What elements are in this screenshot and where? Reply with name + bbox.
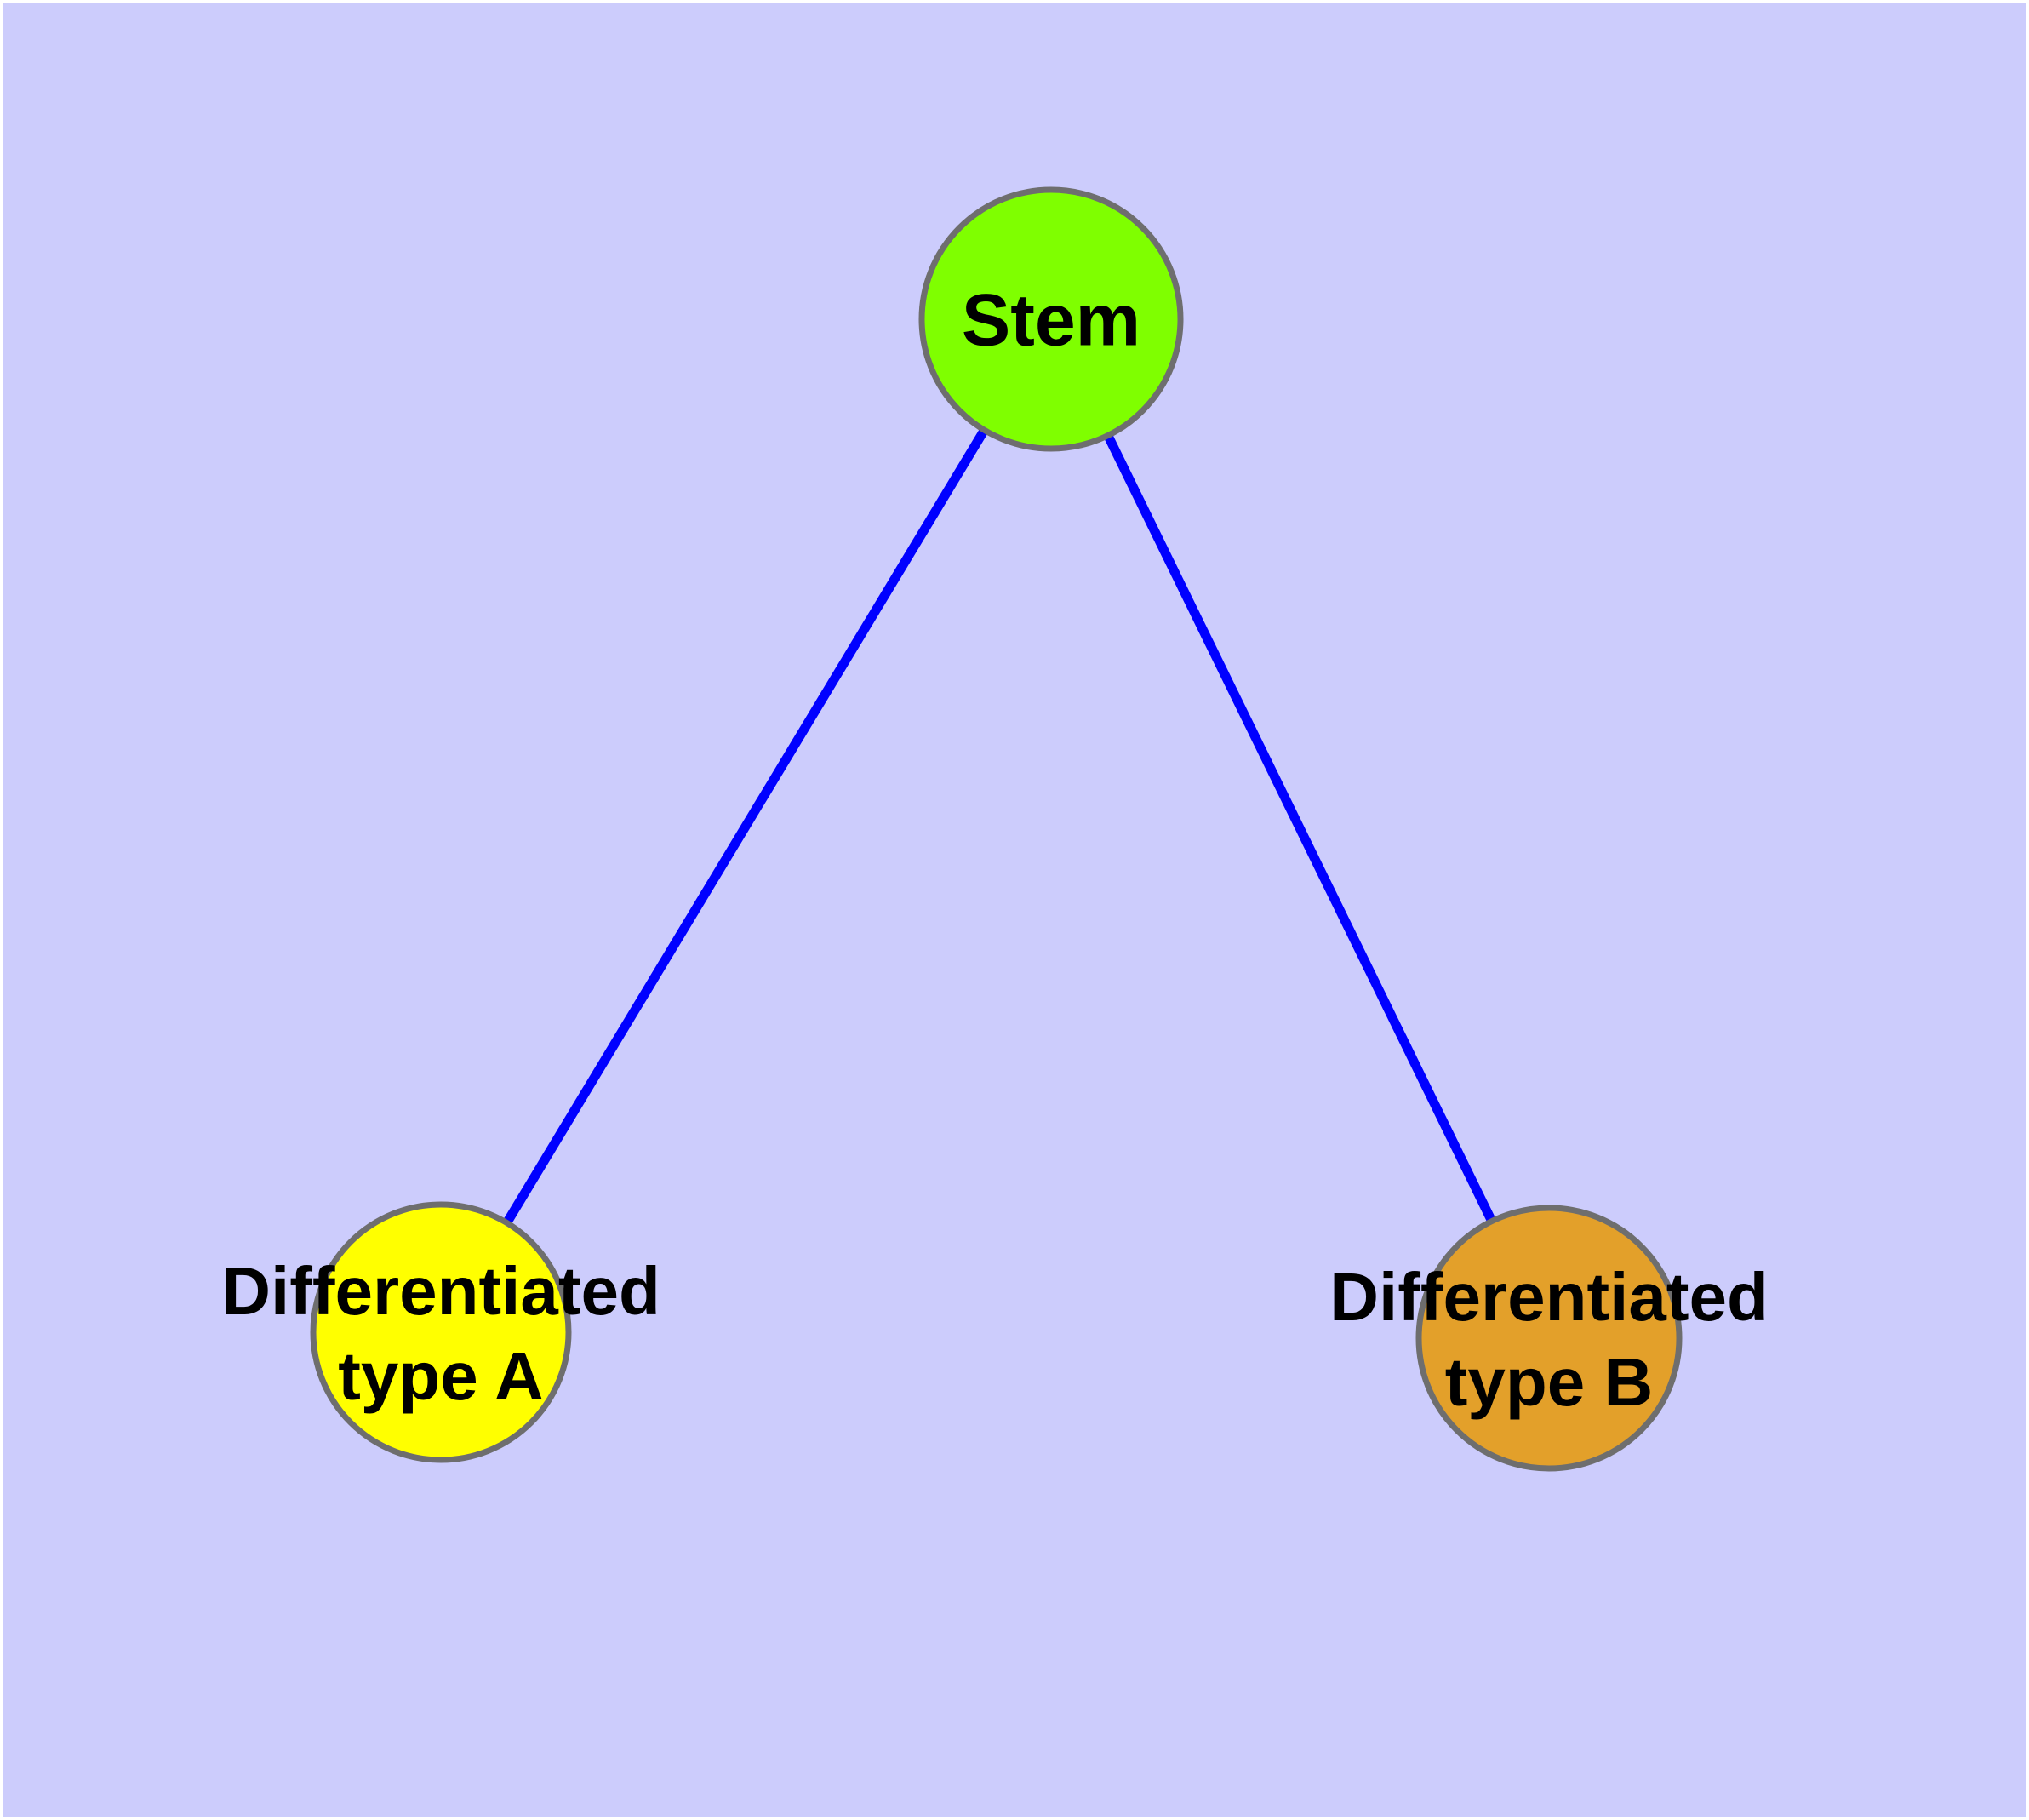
node-diff-a[interactable] [310, 1201, 572, 1463]
node-diff-a-circle[interactable] [310, 1201, 572, 1463]
node-stem[interactable]: Stem [918, 186, 1184, 452]
node-diff-a-label-line1: Differentiated [221, 1253, 660, 1329]
node-diff-b-circle[interactable] [1415, 1205, 1683, 1472]
edge-stem-to-diff-a[interactable] [502, 427, 989, 1226]
node-diff-b[interactable] [1415, 1205, 1683, 1472]
edge-layer [502, 427, 1496, 1226]
node-layer: Stem Differentiated type A Differentiate… [221, 186, 1769, 1472]
node-stem-circle[interactable] [918, 186, 1184, 452]
node-diff-b-label-line2: type B [1445, 1344, 1654, 1420]
node-diff-a-label-line2: type A [338, 1338, 544, 1414]
node-stem-label-line1: Stem [962, 280, 1140, 362]
node-diff-b-label-line1: Differentiated [1329, 1259, 1769, 1335]
edge-stem-to-diff-b[interactable] [1103, 433, 1496, 1223]
